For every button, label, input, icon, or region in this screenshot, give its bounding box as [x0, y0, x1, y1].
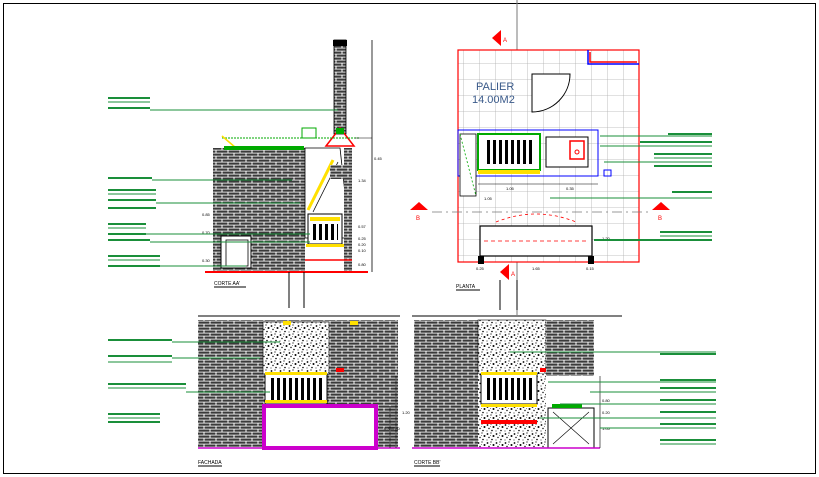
dim-text: 0.80	[358, 262, 367, 267]
section-mark-b: B	[658, 216, 662, 222]
section-aa-dimensions: 0.45 1.34 0.57 0.25 0.20 0.10 0.80 0.85 …	[202, 156, 383, 267]
section-bb-brick-left	[414, 320, 480, 448]
chimney-cap	[324, 126, 356, 147]
facade-title: FACHADA	[198, 460, 222, 466]
facade-dimensions: 1.20 0.35 0.80	[384, 410, 411, 431]
dim-text: 1.20	[402, 410, 411, 415]
section-aa-leaders	[108, 97, 338, 267]
dim-text: 0.45	[374, 156, 383, 161]
dim-text: 0.35	[566, 186, 575, 191]
dim-text: 0.20	[602, 410, 611, 415]
section-bb-leaders	[510, 351, 716, 445]
section-bb-drawing	[412, 319, 601, 449]
facade-drawing	[198, 320, 400, 450]
dim-text: 0.15	[586, 266, 595, 271]
dim-text: 0.35	[384, 426, 393, 431]
facade-counter	[262, 404, 378, 450]
dim-text: 0.70	[202, 230, 211, 235]
section-bb-dimensions: 0.80 0.20 1.05	[602, 398, 611, 431]
chimney-stack	[333, 39, 347, 135]
section-mark-a: A	[511, 272, 515, 278]
dim-text: 1.05	[506, 186, 515, 191]
sheet-border	[3, 3, 816, 474]
facade-stone-hood	[262, 321, 330, 375]
section-bb-title: CORTE BB'	[414, 460, 440, 466]
room-area: 14.00M2	[472, 94, 515, 106]
plan-sink	[545, 136, 589, 168]
dim-text: 0.25	[358, 236, 367, 241]
dim-text: 1.05	[484, 196, 493, 201]
section-bb-stone-hood	[477, 319, 547, 375]
dim-text: 0.25	[476, 266, 485, 271]
section-marker-b-right	[652, 202, 670, 210]
dim-text: 0.10	[358, 248, 367, 253]
dim-text: 0.80	[602, 398, 611, 403]
facade-leaders	[108, 339, 280, 423]
room-name: PALIER	[476, 81, 514, 93]
dim-text: 0.85	[202, 212, 211, 217]
dim-text: 0.57	[358, 224, 367, 229]
section-aa-drawing	[205, 39, 373, 308]
plan-title: PLANTA	[456, 284, 476, 290]
dim-text: 0.30	[202, 258, 211, 263]
plan-drawing	[410, 30, 670, 280]
dim-text: 0.20	[358, 242, 367, 247]
plan-leaders	[550, 133, 712, 241]
section-marker-b-left	[410, 202, 428, 210]
section-mark-a: A	[503, 38, 507, 44]
section-aa-title: CORTE AA'	[214, 281, 240, 287]
section-marker-a-bottom	[500, 264, 509, 280]
dim-text: 1.34	[358, 178, 367, 183]
dim-text: 1.65	[532, 266, 541, 271]
door-swing	[531, 73, 571, 113]
dim-text: 0.80	[392, 426, 401, 431]
dim-text: 1.20	[602, 236, 611, 241]
section-mark-b: B	[416, 216, 420, 222]
plan-dimensions: 1.05 0.35 0.25 1.65 1.20 1.05 0.15	[476, 186, 611, 271]
section-marker-a-top	[492, 30, 501, 46]
